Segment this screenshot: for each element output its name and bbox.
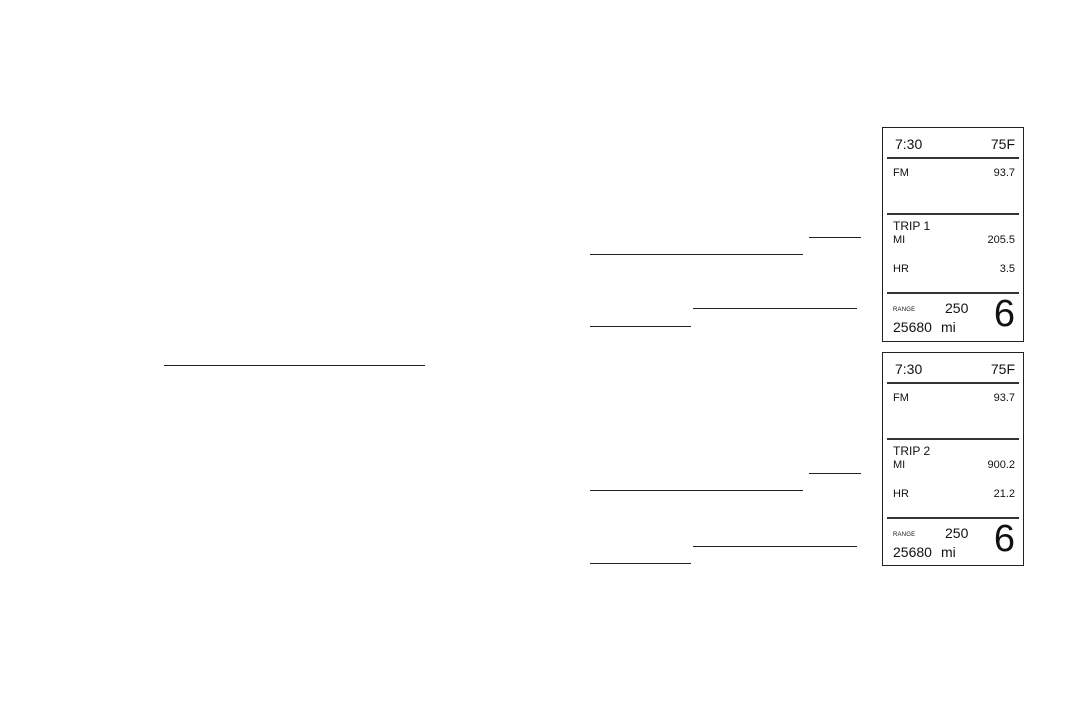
range-label: RANGE [893,307,916,313]
info-display-trip-1: 7:30 75F FM 93.7 TRIP 1 MI 205.5 HR 3.5 … [882,127,1024,342]
radio-row: FM 93.7 [887,384,1019,440]
radio-frequency: 93.7 [993,167,1015,179]
leader-line-p1-mi-lower [590,254,803,255]
trip-label: TRIP 2 [893,444,931,458]
trip-hours-value: 21.2 [993,488,1015,500]
leader-line-p1-range-lower [590,326,691,327]
leader-line-p1-mi-upper [809,237,861,238]
trip-hours-label: HR [893,263,909,275]
range-odometer-block: RANGE 250 25680 mi 6 [887,518,1019,563]
trip-hours-label: HR [893,488,909,500]
trip-label: TRIP 1 [893,219,931,233]
trip-miles-label: MI [893,459,906,471]
range-label: RANGE [893,532,916,538]
clock-time: 7:30 [895,136,923,152]
trip-hours-value: 3.5 [999,263,1015,275]
radio-row: FM 93.7 [887,159,1019,215]
leader-line-left [164,365,425,366]
range-value: 250 [945,525,969,541]
odometer-value: 25680 [893,544,932,560]
radio-band-label: FM [893,392,909,404]
leader-line-p2-mi-lower [590,490,803,491]
info-display-trip-2: 7:30 75F FM 93.7 TRIP 2 MI 900.2 HR 21.2… [882,352,1024,566]
gear-indicator: 6 [993,293,1015,335]
odometer-unit: mi [941,319,956,335]
gear-indicator: 6 [993,518,1015,560]
trip-block: TRIP 1 MI 205.5 HR 3.5 [887,216,1019,294]
range-odometer-block: RANGE 250 25680 mi 6 [887,293,1019,338]
radio-band-label: FM [893,167,909,179]
trip-miles-label: MI [893,234,906,246]
odometer-value: 25680 [893,319,932,335]
odometer-unit: mi [941,544,956,560]
trip-miles-value: 900.2 [987,459,1015,471]
outside-temperature: 75F [990,136,1015,152]
leader-line-p1-range-upper [693,308,857,309]
clock-time: 7:30 [895,361,923,377]
leader-line-p2-range-lower [590,563,691,564]
trip-miles-value: 205.5 [987,234,1015,246]
outside-temperature: 75F [990,361,1015,377]
radio-frequency: 93.7 [993,392,1015,404]
status-row: 7:30 75F [887,356,1019,384]
leader-line-p2-range-upper [693,546,857,547]
leader-line-p2-mi-upper [809,473,861,474]
status-row: 7:30 75F [887,131,1019,159]
trip-block: TRIP 2 MI 900.2 HR 21.2 [887,441,1019,519]
range-value: 250 [945,300,969,316]
